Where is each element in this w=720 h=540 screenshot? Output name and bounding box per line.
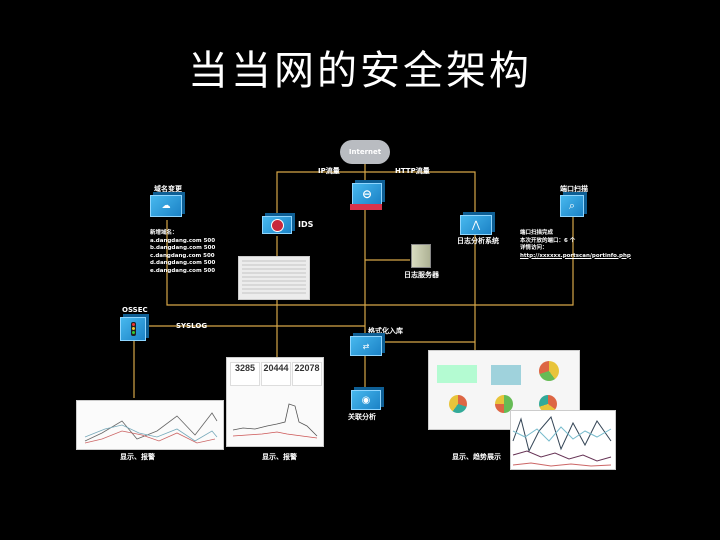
pie-chart bbox=[495, 395, 513, 413]
stat-value: 20444 bbox=[263, 363, 289, 373]
port-link[interactable]: http://xxxxxx.portscan/portinfo.php bbox=[520, 252, 631, 259]
log-server-node[interactable] bbox=[411, 244, 431, 268]
ids-node[interactable] bbox=[262, 216, 292, 234]
stat-card: 22078 bbox=[292, 362, 322, 386]
ip-traffic-label: IP流量 bbox=[318, 167, 340, 175]
ids-label: IDS bbox=[298, 220, 314, 229]
domain-monitor-icon: ☁ bbox=[161, 201, 171, 211]
domain-line: c.dangdang.com 500 bbox=[150, 252, 215, 259]
ossec-trend-chart bbox=[76, 400, 224, 450]
pie-chart bbox=[449, 395, 467, 413]
domain-notes: 新增域名： a.dangdang.com 500 b.dangdang.com … bbox=[150, 230, 215, 275]
log-analysis-label: 日志分析系统 bbox=[457, 237, 499, 245]
wire-loop bbox=[166, 212, 574, 306]
ids-log-rows bbox=[242, 260, 306, 294]
domain-change-node[interactable]: ☁ bbox=[150, 195, 182, 217]
port-line: 详情访问： bbox=[520, 245, 548, 251]
port-notes: 端口扫描完成 本次开放的端口：6 个 详情访问： http://xxxxxx.p… bbox=[520, 230, 631, 260]
log-server-label: 日志服务器 bbox=[404, 271, 439, 279]
correlation-label: 关联分析 bbox=[348, 413, 376, 421]
caption-right: 显示、趋势展示 bbox=[452, 453, 501, 461]
domain-notes-heading: 新增域名： bbox=[150, 230, 178, 236]
stat-card: 20444 bbox=[261, 362, 291, 386]
pie-chart bbox=[539, 361, 559, 381]
ids-log-table bbox=[238, 256, 310, 300]
ossec-label: OSSEC bbox=[122, 306, 148, 314]
trend-lines bbox=[512, 415, 612, 467]
magnifier-icon: ⌕ bbox=[568, 199, 576, 212]
internet-cloud: Internet bbox=[340, 140, 390, 164]
firewall-node[interactable]: ⊖ bbox=[352, 183, 382, 205]
dashboard-line-chart bbox=[232, 403, 318, 439]
port-scan-label: 端口扫描 bbox=[560, 185, 588, 193]
internet-label: Internet bbox=[348, 148, 382, 156]
log-analysis-node[interactable]: ⋀ bbox=[460, 215, 492, 235]
stat-card: 3285 bbox=[230, 362, 260, 386]
trend-line-chart bbox=[510, 410, 616, 470]
slide-title: 当当网的安全架构 bbox=[188, 48, 532, 94]
analysis-icon: ◉ bbox=[361, 394, 371, 406]
router-icon: ⇄ bbox=[362, 341, 370, 351]
firewall-base bbox=[350, 204, 382, 210]
domain-line: a.dangdang.com 500 bbox=[150, 237, 216, 244]
stat-value: 22078 bbox=[294, 363, 320, 373]
ids-dashboard: 3285 20444 22078 bbox=[226, 357, 324, 447]
china-map bbox=[491, 365, 521, 385]
wire-top bbox=[276, 171, 476, 230]
correlation-node[interactable]: ◉ bbox=[351, 390, 381, 410]
caption-left: 显示、报警 bbox=[120, 453, 155, 461]
domain-line: e.dangdang.com 500 bbox=[150, 267, 216, 274]
syslog-label: SYSLOG bbox=[176, 322, 208, 330]
ossec-node[interactable] bbox=[120, 317, 146, 341]
ids-icon bbox=[270, 218, 284, 232]
pie-chart bbox=[539, 395, 557, 413]
traffic-light-icon bbox=[130, 322, 136, 336]
domain-change-label: 域名变更 bbox=[154, 185, 182, 193]
domain-line: b.dangdang.com 500 bbox=[150, 245, 216, 251]
caption-middle: 显示、报警 bbox=[262, 453, 297, 461]
stat-value: 3285 bbox=[234, 363, 256, 373]
domain-line: d.dangdang.com 500 bbox=[150, 260, 216, 266]
log-analysis-icon: ⋀ bbox=[471, 219, 481, 231]
format-store-label: 格式化入库 bbox=[368, 327, 403, 335]
firewall-icon: ⊖ bbox=[361, 187, 373, 201]
port-line: 本次开放的端口：6 个 bbox=[520, 237, 576, 244]
http-traffic-label: HTTP流量 bbox=[395, 167, 430, 175]
port-scan-node[interactable]: ⌕ bbox=[560, 195, 584, 217]
port-line: 端口扫描完成 bbox=[520, 230, 554, 236]
ossec-trend-lines bbox=[84, 412, 218, 444]
world-map bbox=[437, 365, 477, 383]
format-store-node[interactable]: ⇄ bbox=[350, 336, 382, 356]
